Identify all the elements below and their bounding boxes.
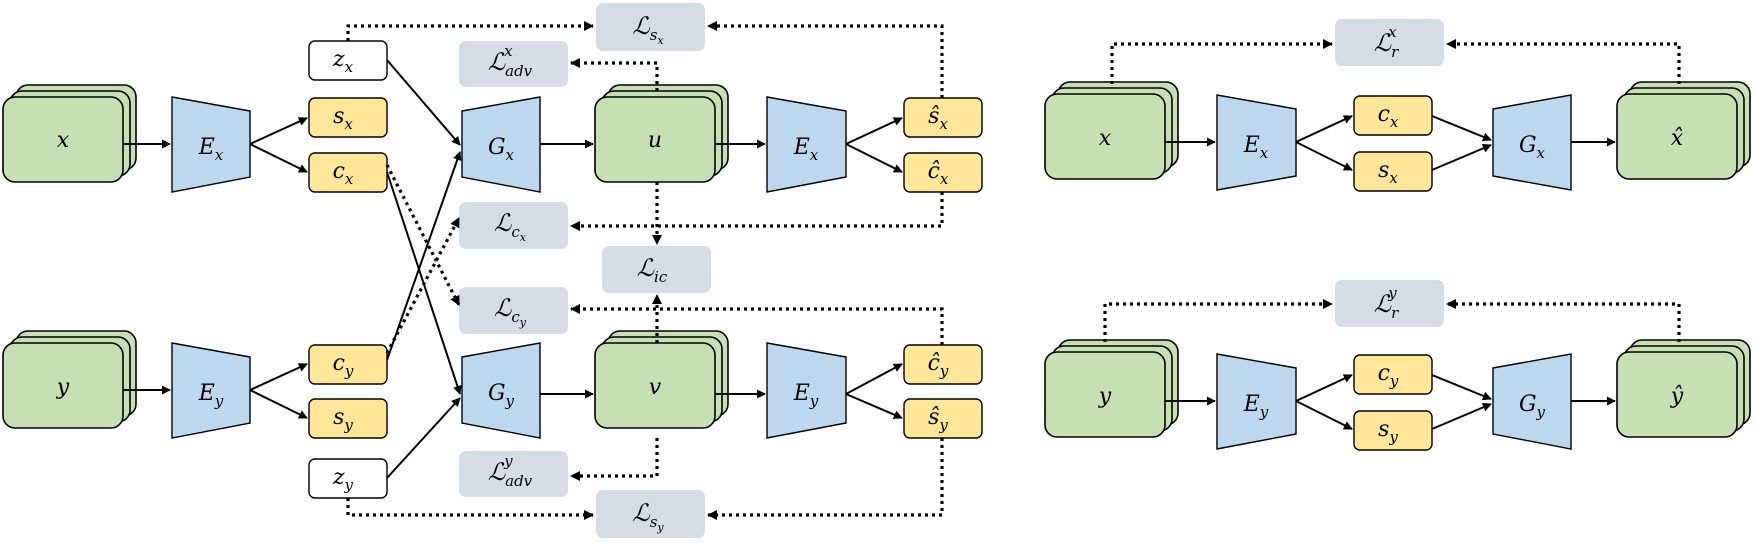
code-cx: cx	[308, 152, 388, 193]
svg-text:ℒsy: ℒsy	[632, 499, 664, 534]
svg-text:ℒrx: ℒrx	[1374, 23, 1399, 61]
loss-adv-y: ℒadvy	[459, 451, 568, 497]
svg-text:ŝy: ŝy	[928, 405, 948, 434]
loss-sx: ℒsx	[596, 3, 705, 51]
encoder-ex-2: Ex	[766, 96, 847, 193]
image-stack-x-hat: x̂	[1616, 81, 1751, 180]
svg-text:Ex: Ex	[1243, 133, 1269, 162]
svg-text:ℒcx: ℒcx	[494, 209, 527, 244]
image-v-label: v	[649, 375, 662, 400]
svg-text:Gx: Gx	[488, 135, 515, 164]
svg-text:x̂: x̂	[1671, 126, 1684, 151]
svg-text:Ey: Ey	[198, 381, 224, 410]
image-stack-x: x	[2, 84, 137, 183]
code-zx: zx	[308, 40, 388, 81]
svg-text:ŝx: ŝx	[928, 104, 948, 133]
svg-text:ℒic: ℒic	[637, 254, 668, 286]
generator-gy-recon: Gy	[1492, 353, 1572, 450]
image-stack-x-recon-input: x	[1044, 81, 1179, 180]
svg-text:cy: cy	[333, 351, 354, 380]
loss-cy: ℒcy	[459, 287, 568, 334]
code-sx-recon: sx	[1353, 151, 1433, 192]
loss-recon-y: ℒry	[1335, 280, 1444, 327]
image-u-label: u	[648, 128, 662, 153]
svg-text:sy: sy	[1378, 417, 1398, 446]
image-stack-u: u	[594, 84, 729, 183]
svg-text:Ex: Ex	[793, 135, 819, 164]
svg-text:Gy: Gy	[488, 381, 515, 410]
svg-text:Gx: Gx	[1519, 133, 1546, 162]
svg-text:zy: zy	[332, 465, 354, 494]
image-stack-v: v	[594, 330, 729, 429]
image-x-label: x	[57, 128, 70, 153]
encoder-ey-2: Ey	[766, 342, 847, 439]
svg-text:ℒry: ℒry	[1374, 284, 1399, 322]
image-stack-y: y	[2, 330, 137, 429]
image-stack-y-hat: ŷ	[1616, 339, 1751, 438]
svg-text:Ex: Ex	[198, 135, 224, 164]
svg-text:Ey: Ey	[1243, 392, 1269, 421]
encoder-ey-recon: Ey	[1216, 353, 1297, 450]
loss-cx: ℒcx	[459, 202, 568, 249]
svg-text:ŷ: ŷ	[1670, 384, 1684, 409]
svg-text:cx: cx	[1378, 102, 1399, 131]
generator-gx-1: Gx	[461, 96, 541, 193]
svg-text:cy: cy	[1378, 361, 1399, 390]
svg-text:y: y	[1098, 384, 1112, 409]
code-cy-recon: cy	[1353, 354, 1433, 395]
code-sy-hat: ŝy	[903, 398, 983, 439]
svg-text:cx: cx	[333, 159, 354, 188]
code-cx-recon: cx	[1353, 95, 1433, 136]
loss-recon-x: ℒrx	[1335, 19, 1444, 66]
code-cy-hat: ĉy	[903, 344, 983, 385]
code-zy: zy	[308, 458, 388, 499]
svg-text:ℒadvx: ℒadvx	[488, 42, 533, 80]
encoder-ex-recon: Ex	[1216, 94, 1297, 191]
svg-text:x: x	[1099, 126, 1112, 151]
svg-text:Ey: Ey	[793, 381, 819, 410]
dotted-arrows-left	[346, 21, 944, 520]
generator-gx-recon: Gx	[1492, 94, 1572, 191]
svg-text:zx: zx	[332, 47, 354, 76]
code-sx-hat: ŝx	[903, 97, 983, 138]
svg-text:ℒadvy: ℒadvy	[488, 452, 533, 490]
svg-text:sx: sx	[333, 104, 353, 133]
code-cy: cy	[308, 344, 388, 385]
image-y-label: y	[56, 375, 70, 400]
svg-text:sy: sy	[333, 405, 353, 434]
svg-text:ℒsx: ℒsx	[632, 12, 664, 47]
encoder-ex-1: Ex	[171, 96, 251, 193]
code-cx-hat: ĉx	[903, 152, 983, 193]
solid-arrows-right-bottom	[1165, 374, 1616, 430]
code-sy-recon: sy	[1353, 410, 1433, 451]
image-stack-y-recon-input: y	[1044, 339, 1179, 438]
svg-text:ĉx: ĉx	[928, 159, 949, 188]
svg-text:ℒcy: ℒcy	[494, 294, 527, 329]
code-sy: sy	[308, 398, 388, 439]
loss-sy: ℒsy	[596, 490, 705, 538]
svg-text:Gy: Gy	[1519, 392, 1546, 421]
solid-arrows-right-top	[1165, 115, 1616, 171]
generator-gy-1: Gy	[461, 342, 541, 439]
loss-adv-x: ℒadvx	[459, 41, 568, 87]
loss-ic: ℒic	[602, 246, 711, 293]
encoder-ey-1: Ey	[171, 342, 251, 439]
code-sx: sx	[308, 97, 388, 138]
svg-text:sx: sx	[1378, 158, 1398, 187]
svg-text:ĉy: ĉy	[928, 351, 949, 380]
dotted-arrows-right-bottom	[1103, 299, 1681, 342]
